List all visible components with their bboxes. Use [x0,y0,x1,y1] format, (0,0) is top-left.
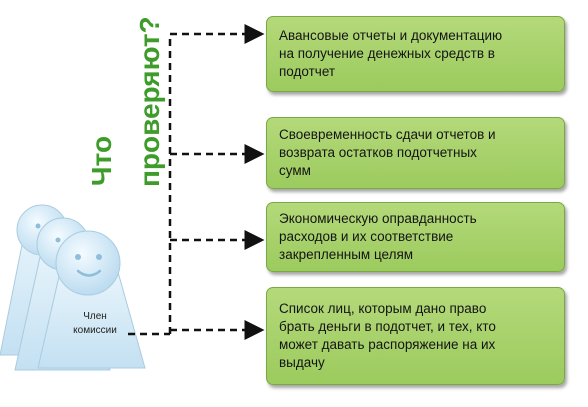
box-3-line-3: закрепленным целям [279,247,414,262]
box-4-line-2: брать деньги в подотчет, и тех, кто [279,319,496,334]
box-2-line-2: возврата остатков подотчетных [279,145,477,160]
box-1-line-2: на получение денежных средств в [279,46,495,61]
check-item-box-3: Экономическую оправданность расходов и и… [266,202,565,272]
smile-icon [76,269,102,277]
box-1-line-1: Авансовые отчеты и документацию [279,28,503,43]
question-label-line1: Что [86,135,117,187]
check-item-box-4: Список лиц, которым дано право брать ден… [266,287,565,385]
member-label-line2: комиссии [73,325,117,336]
eye-right-icon [96,254,102,260]
eye-left-icon [75,254,81,260]
box-1-line-3: подотчет [279,64,336,79]
member-label-line1: Член [83,311,107,322]
box-3-line-2: расходов и их соответствие [279,229,454,244]
box-3-line-1: Экономическую оправданность [279,211,477,226]
eye-icon-middle [55,237,61,243]
box-2-line-3: сумм [279,163,311,178]
eye-icon-back [35,223,41,229]
dashed-connectors [128,24,265,340]
box-4-line-3: может давать распоряжение на их [279,337,496,352]
box-4-line-4: выдачу [279,355,325,370]
committee-figures [0,204,146,371]
check-item-box-2: Своевременность сдачи отчетов и возврата… [266,117,565,189]
check-item-box-1: Авансовые отчеты и документацию на получ… [266,16,565,92]
box-2-line-1: Своевременность сдачи отчетов и [279,127,496,142]
question-label-line2: проверяют? [134,16,165,187]
figure-head-front [55,230,121,296]
box-4-line-1: Список лиц, которым дано право [279,301,487,316]
